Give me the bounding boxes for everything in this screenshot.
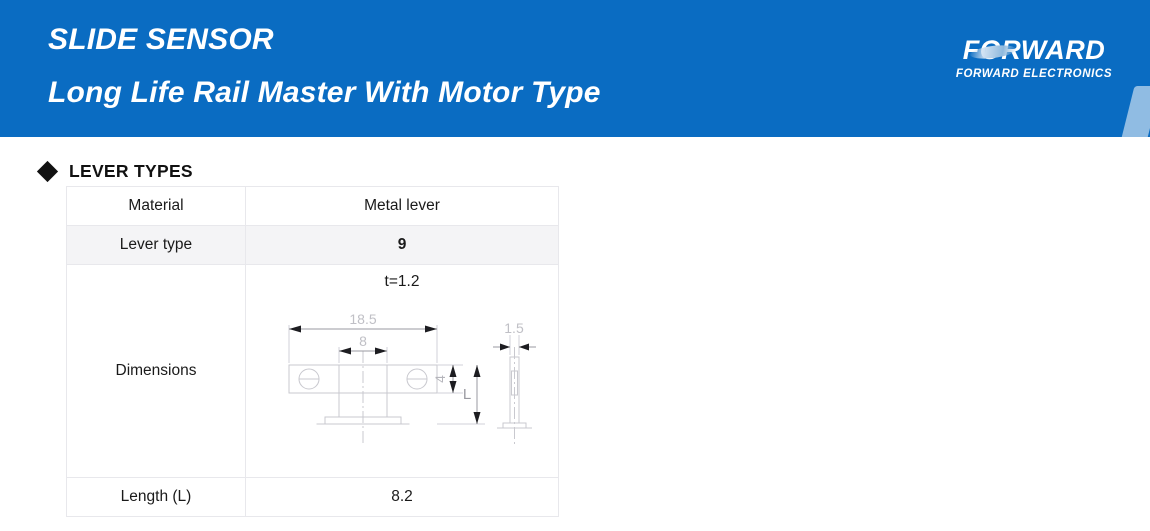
brand-logo-wordmark: FORWARD [962,35,1106,65]
row-label-length: Length (L) [66,477,246,517]
brand-logo-tagline: FORWARD ELECTRONICS [955,68,1113,80]
row-label-material: Material [66,186,246,226]
table-row: Dimensions t=1.2 [66,264,559,478]
section-heading: LEVER TYPES [36,160,193,183]
dim-length-symbol-label: L [463,386,471,403]
page-title: SLIDE SENSOR [48,23,274,56]
dim-height-label: 4 [432,375,448,383]
table-row: Material Metal lever [66,186,559,226]
table-row: Length (L) 8.2 [66,477,559,517]
header-edge-accent-mark [1121,86,1150,137]
row-value-length: 8.2 [245,477,559,517]
header-title-block: SLIDE SENSOR Long Life Rail Master With … [48,20,601,114]
lever-dimension-drawing: 18.5 8 [288,311,536,447]
dim-side-width-label: 1.5 [504,320,524,336]
dim-inner-width-label: 8 [359,333,367,349]
page-header-banner: SLIDE SENSOR Long Life Rail Master With … [0,0,1150,137]
page-subtitle: Long Life Rail Master With Motor Type [48,76,601,109]
brand-logo: FORWARD FORWARD ELECTRONICS [954,36,1114,82]
dim-overall-width-label: 18.5 [349,311,376,327]
diamond-bullet-icon [36,160,59,183]
row-value-dimensions: t=1.2 [245,264,559,478]
section-heading-label: LEVER TYPES [69,161,193,181]
thickness-note: t=1.2 [384,273,420,290]
row-value-lever-type: 9 [245,225,559,265]
row-value-material: Metal lever [245,186,559,226]
table-row: Lever type 9 [66,225,559,265]
lever-types-table: Material Metal lever Lever type 9 Dimens… [66,186,559,517]
row-label-dimensions: Dimensions [66,264,246,478]
row-label-lever-type: Lever type [66,225,246,265]
